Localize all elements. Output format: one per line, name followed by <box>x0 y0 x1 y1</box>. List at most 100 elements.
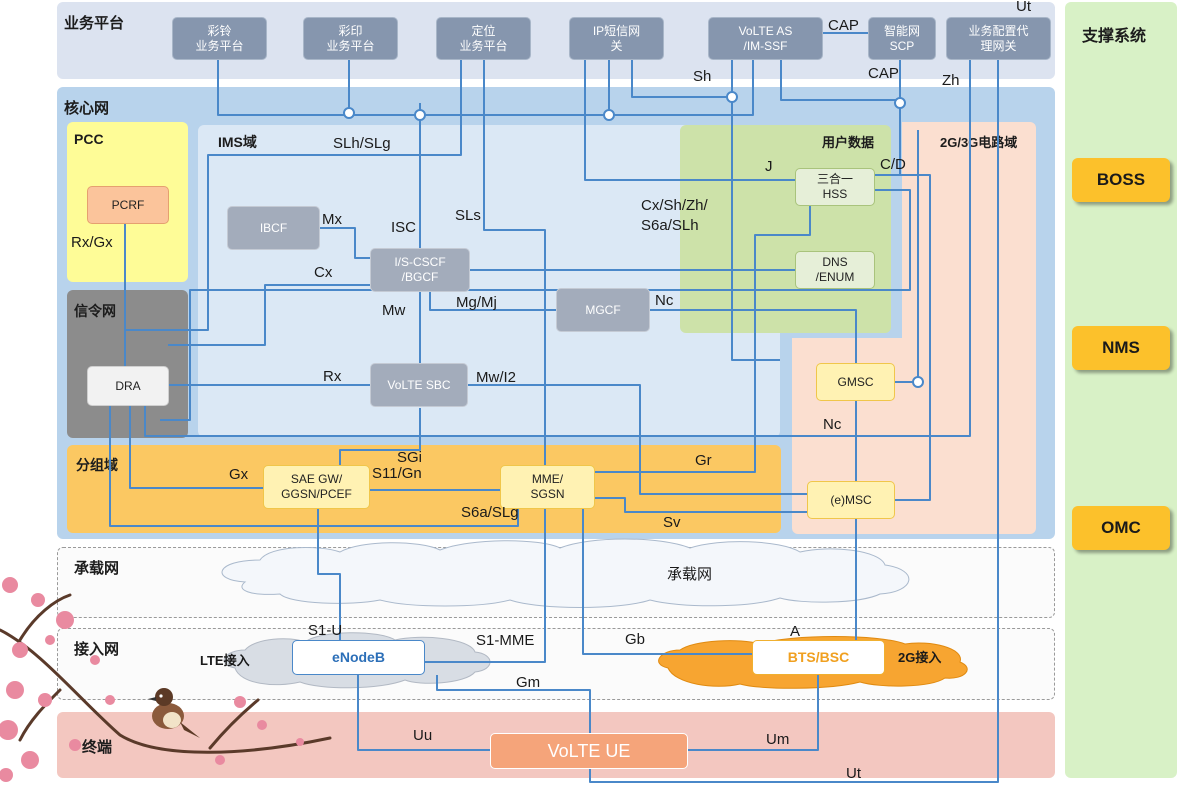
sls-label: SLs <box>455 207 481 224</box>
user-data-title: 用户数据 <box>822 135 875 150</box>
line-cscf-mgcf <box>429 292 556 311</box>
cap-label-1: CAP <box>828 17 859 34</box>
location-platform-node[interactable]: 定位 业务平台 <box>436 17 531 60</box>
zh-label: Zh <box>942 72 960 89</box>
cd-label: C/D <box>880 156 906 173</box>
boss-button[interactable]: BOSS <box>1072 158 1170 202</box>
access-network-title: 接入网 <box>74 641 120 658</box>
line-gx <box>129 390 263 489</box>
line-saegw-s1u <box>317 508 341 640</box>
nc-label-2: Nc <box>823 416 842 433</box>
sv-label: Sv <box>663 514 681 531</box>
omc-button[interactable]: OMC <box>1072 506 1170 550</box>
nms-button[interactable]: NMS <box>1072 326 1170 370</box>
line-proxy-ut <box>589 58 999 783</box>
support-system-region <box>1065 2 1177 778</box>
signaling-network-region <box>67 290 188 438</box>
s6a-slg-label: S6a/SLg <box>461 504 519 521</box>
cap-label-2: CAP <box>868 65 899 82</box>
junction-dot <box>343 107 355 119</box>
line-mme-gb <box>582 508 752 655</box>
gx-label: Gx <box>229 466 249 483</box>
caiyin-platform-node[interactable]: 彩印 业务平台 <box>303 17 398 60</box>
proxy-gateway-node[interactable]: 业务配置代 理网关 <box>946 17 1051 60</box>
gr-label: Gr <box>695 452 712 469</box>
gm-label: Gm <box>516 674 541 691</box>
user-data-region <box>680 125 891 333</box>
ibcf-node[interactable]: IBCF <box>227 206 320 250</box>
isc-label: ISC <box>391 219 417 236</box>
line-cscf-cx <box>168 284 370 346</box>
line-ipsms-sh <box>631 58 732 98</box>
mg-mj-label: Mg/Mj <box>456 294 497 311</box>
junction-dot <box>726 91 738 103</box>
gmsc-node[interactable]: GMSC <box>816 363 895 401</box>
line-hss-cd <box>875 174 931 501</box>
line-hss-gr <box>595 198 811 473</box>
service-platform-title: 业务平台 <box>64 15 125 32</box>
junction-dot <box>912 376 924 388</box>
sh-label: Sh <box>693 68 712 85</box>
s1mme-label: S1-MME <box>476 632 535 649</box>
hss-node[interactable]: 三合一 HSS <box>795 168 875 206</box>
2g-cloud-label: 2G接入 <box>898 650 942 665</box>
branch-icon <box>0 593 332 754</box>
sae-gw-node[interactable]: SAE GW/ GGSN/PCEF <box>263 465 370 509</box>
volte-sbc-node[interactable]: VoLTE SBC <box>370 363 468 407</box>
bearer-network-title: 承载网 <box>74 560 120 577</box>
signaling-network-title: 信令网 <box>74 303 116 319</box>
scp-node[interactable]: 智能网 SCP <box>868 17 936 60</box>
line-hss-dra <box>160 189 911 421</box>
line-dingwei-sls <box>483 58 546 480</box>
uu-label: Uu <box>413 727 433 744</box>
ip-sms-gateway-node[interactable]: IP短信网 关 <box>569 17 664 60</box>
dra-node[interactable]: DRA <box>87 366 169 406</box>
cailing-platform-node[interactable]: 彩铃 业务平台 <box>172 17 267 60</box>
line-mgcf-gmsc <box>650 309 857 363</box>
um-label: Um <box>766 731 790 748</box>
bearer-cloud-label: 承载网 <box>667 566 713 583</box>
blossom-icon <box>0 577 304 782</box>
line-ibcf-cscf <box>320 227 370 259</box>
line-sbc-mw <box>468 384 807 495</box>
dns-enum-node[interactable]: DNS /ENUM <box>795 251 875 289</box>
volte-as-node[interactable]: VoLTE AS /IM-SSF <box>708 17 823 60</box>
line-mme-s1mme <box>425 508 546 663</box>
mme-sgsn-node[interactable]: MME/ SGSN <box>500 465 595 509</box>
enodeb-node[interactable]: eNodeB <box>292 640 425 675</box>
cx-label: Cx <box>314 264 333 281</box>
junction-dot <box>603 109 615 121</box>
support-system-title: 支撑系统 <box>1082 28 1147 45</box>
core-network-title: 核心网 <box>64 100 110 117</box>
mx-label: Mx <box>322 211 342 228</box>
packet-domain-title: 分组域 <box>76 457 118 473</box>
line-gm <box>436 675 591 733</box>
ut-label-bottom: Ut <box>846 765 861 782</box>
cscf-node[interactable]: I/S-CSCF /BGCF <box>370 248 470 292</box>
gb-label: Gb <box>625 631 646 648</box>
line-ipsms-hss <box>584 58 795 181</box>
line-dingwei-slh <box>125 58 462 331</box>
pcrf-node[interactable]: PCRF <box>87 186 169 224</box>
s1u-label: S1-U <box>308 622 343 639</box>
line-mme-sv <box>595 497 807 513</box>
ut-label-top: Ut <box>1016 0 1031 15</box>
line-enodeb-uu <box>357 675 490 751</box>
mgcf-node[interactable]: MGCF <box>556 288 650 332</box>
emsc-node[interactable]: (e)MSC <box>807 481 895 519</box>
volte-ue-node[interactable]: VoLTE UE <box>490 733 688 769</box>
line-bts-um <box>688 675 819 751</box>
terminal-title: 终端 <box>82 739 113 756</box>
bts-bsc-node[interactable]: BTS/BSC <box>752 640 885 675</box>
rx-label: Rx <box>323 368 342 385</box>
line-s6a <box>109 390 519 527</box>
line-volteas-down <box>731 58 780 361</box>
mw-i2-label: Mw/I2 <box>476 369 517 386</box>
bearer-cloud <box>221 538 910 608</box>
mw-label: Mw <box>382 302 406 319</box>
cx-sh-label: Cx/Sh/Zh/ S6a/SLh <box>641 197 708 234</box>
line-cailing-bus <box>217 58 754 116</box>
ims-domain-title: IMS域 <box>218 134 257 150</box>
